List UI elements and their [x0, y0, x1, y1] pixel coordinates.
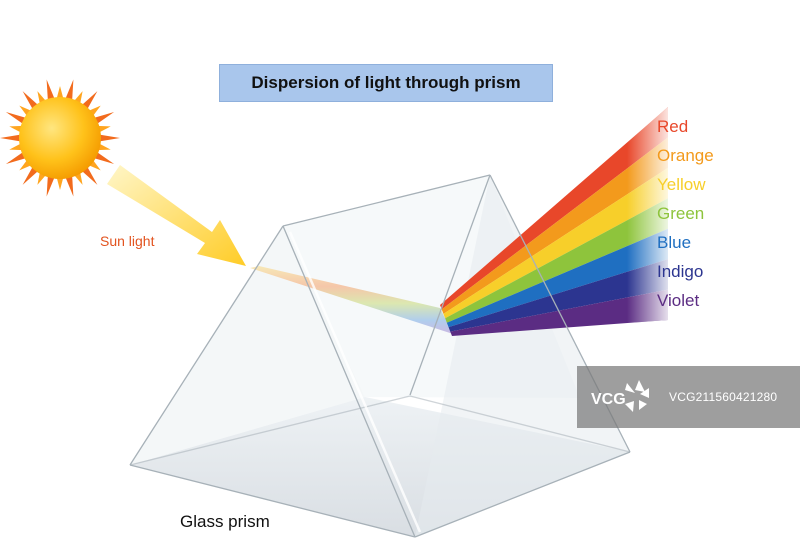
prism-edge-bottom-back	[129, 395, 411, 466]
watermark: VCG VCG211560421280	[577, 366, 800, 428]
sun-ray	[9, 125, 23, 133]
sun-ray	[65, 79, 74, 101]
sun-ray	[22, 166, 39, 185]
sun-ray	[56, 176, 64, 190]
spectrum-label-indigo: Indigo	[657, 262, 704, 281]
sun-ray	[46, 175, 55, 197]
prism-edge-back-inner	[409, 174, 491, 396]
spectrum-label-red: Red	[657, 117, 689, 136]
sun-ray	[98, 134, 120, 142]
title-box: Dispersion of light through prism	[219, 64, 553, 102]
prism-front-highlight	[288, 231, 422, 533]
watermark-logo-text: VCG	[591, 391, 626, 408]
sun-ray	[97, 125, 111, 133]
spectrum-fade	[440, 107, 668, 336]
sun-ray	[93, 151, 115, 164]
glass-prism-label: Glass prism	[180, 512, 270, 531]
sun-ray	[5, 112, 27, 125]
watermark-logo-icon: VCG	[591, 380, 649, 412]
sun-icon	[0, 79, 120, 197]
prism-edges	[129, 174, 631, 538]
prism-edge-ridge	[282, 174, 491, 227]
sun-light-arrow	[107, 165, 246, 266]
spectrum-label-yellow: Yellow	[657, 175, 706, 194]
sun-ray	[9, 143, 23, 151]
watermark-id: VCG211560421280	[669, 390, 778, 404]
sun-ray	[0, 134, 22, 142]
prism-edge-front-left	[129, 225, 284, 466]
sun-ray	[65, 175, 74, 197]
sun-ray	[46, 79, 55, 101]
sun-ray	[97, 143, 111, 151]
spectrum-label-violet: Violet	[657, 291, 700, 310]
prism-edge-bottom-back-right	[409, 395, 631, 453]
spectrum-label-green: Green	[657, 204, 705, 223]
sun-rays	[0, 79, 120, 197]
light-beam-inside-prism	[250, 266, 453, 334]
sun-ray	[56, 86, 64, 100]
sun-ray	[5, 151, 27, 164]
spectrum-label-blue: Blue	[657, 233, 692, 252]
sun-disc	[19, 97, 101, 179]
sun-light-label: Sun light	[100, 233, 155, 249]
sun-ray	[81, 91, 98, 110]
sun-ray	[93, 112, 115, 125]
prism-edge-front-right	[282, 225, 416, 538]
diagram-title: Dispersion of light through prism	[251, 73, 521, 92]
prism-right-face	[415, 175, 630, 537]
prism-edge-bottom-front	[129, 464, 416, 538]
sun-ray	[22, 91, 39, 110]
sun-ray	[81, 166, 98, 185]
spectrum-label-orange: Orange	[657, 146, 714, 165]
prism-edge-bottom-right	[414, 451, 631, 538]
